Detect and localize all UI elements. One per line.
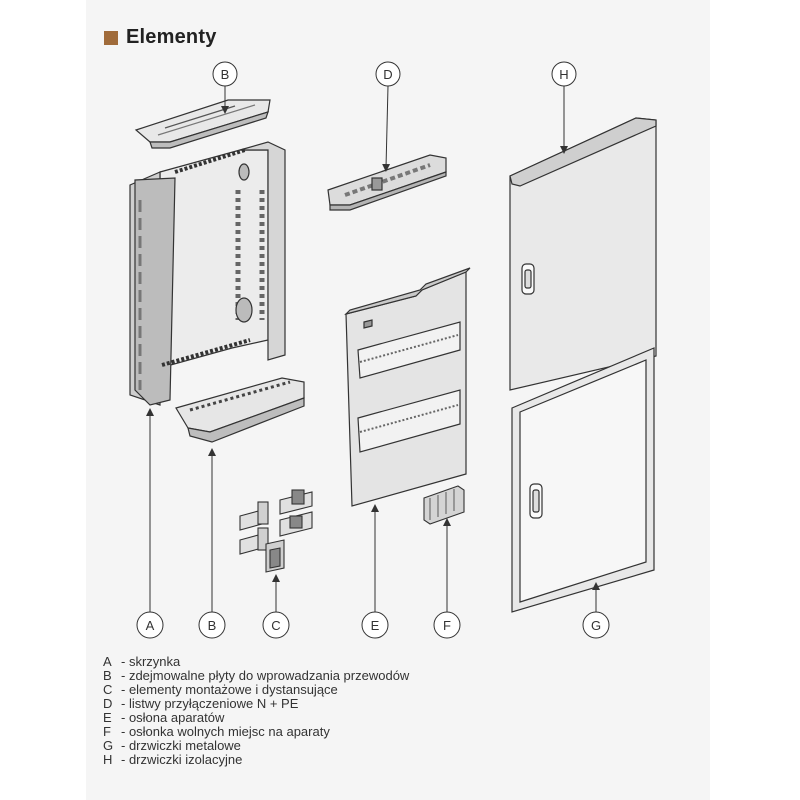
- legend-desc: - drzwiczki metalowe: [121, 738, 241, 753]
- legend-desc: - drzwiczki izolacyjne: [121, 752, 243, 767]
- title-text: Elementy: [126, 26, 217, 48]
- legend-desc: - osłonka wolnych miejsc na aparaty: [121, 724, 330, 739]
- legend-item: E - osłona aparatów: [103, 711, 409, 725]
- callout-e-bottom: E: [361, 611, 389, 639]
- legend-item: G - drzwiczki metalowe: [103, 739, 409, 753]
- cable-entry-plate-top: [134, 99, 271, 149]
- insulating-door: [509, 117, 657, 391]
- callout-letter: B: [221, 67, 230, 82]
- callout-lines-top: [221, 85, 568, 172]
- legend-desc: - listwy przyłączeniowe N + PE: [121, 696, 299, 711]
- title-bullet-icon: [104, 30, 118, 45]
- callout-letter: F: [443, 618, 451, 633]
- metal-door: [511, 347, 655, 613]
- legend-item: B - zdejmowalne płyty do wprowadzania pr…: [103, 669, 409, 683]
- callout-letter: B: [208, 618, 217, 633]
- callout-letter: D: [383, 67, 392, 82]
- section-title: Elementy: [104, 26, 217, 49]
- apparatus-cover: [344, 267, 471, 507]
- callout-f-bottom: F: [433, 611, 461, 639]
- blanking-strip: [423, 485, 465, 525]
- legend-desc: - zdejmowalne płyty do wprowadzania prze…: [121, 668, 410, 683]
- terminal-strip: [327, 154, 447, 211]
- callout-letter: G: [591, 618, 601, 633]
- callout-letter: A: [146, 618, 155, 633]
- callout-a-bottom: A: [136, 611, 164, 639]
- legend-key: D: [103, 696, 113, 711]
- callout-letter: C: [271, 618, 280, 633]
- enclosure-box: [129, 141, 286, 406]
- legend-desc: - skrzynka: [121, 654, 181, 669]
- legend-desc: - osłona aparatów: [121, 710, 225, 725]
- callout-d-top: D: [375, 61, 401, 87]
- legend-key: B: [103, 668, 112, 683]
- legend-desc: - elementy montażowe i dystansujące: [121, 682, 338, 697]
- legend-key: H: [103, 752, 113, 767]
- callout-g-bottom: G: [582, 611, 610, 639]
- legend-item: A - skrzynka: [103, 655, 409, 669]
- legend-key: A: [103, 654, 112, 669]
- cable-entry-plate-bottom: [175, 377, 305, 443]
- callout-letter: E: [371, 618, 380, 633]
- callout-b-bottom: B: [198, 611, 226, 639]
- callout-h-top: H: [551, 61, 577, 87]
- legend-key: G: [103, 738, 114, 753]
- mounting-elements: [239, 489, 313, 573]
- legend-item: D - listwy przyłączeniowe N + PE: [103, 697, 409, 711]
- legend-item: H - drzwiczki izolacyjne: [103, 753, 409, 767]
- callout-c-bottom: C: [262, 611, 290, 639]
- legend-key: E: [103, 710, 112, 725]
- callout-lines-bottom: [146, 408, 600, 612]
- legend-item: F - osłonka wolnych miejsc na aparaty: [103, 725, 409, 739]
- legend-key: C: [103, 682, 113, 697]
- callout-letter: H: [559, 67, 568, 82]
- legend-item: C - elementy montażowe i dystansujące: [103, 683, 409, 697]
- legend: A - skrzynka B - zdejmowalne płyty do wp…: [103, 655, 409, 767]
- legend-key: F: [103, 724, 111, 739]
- callout-b-top: B: [212, 61, 238, 87]
